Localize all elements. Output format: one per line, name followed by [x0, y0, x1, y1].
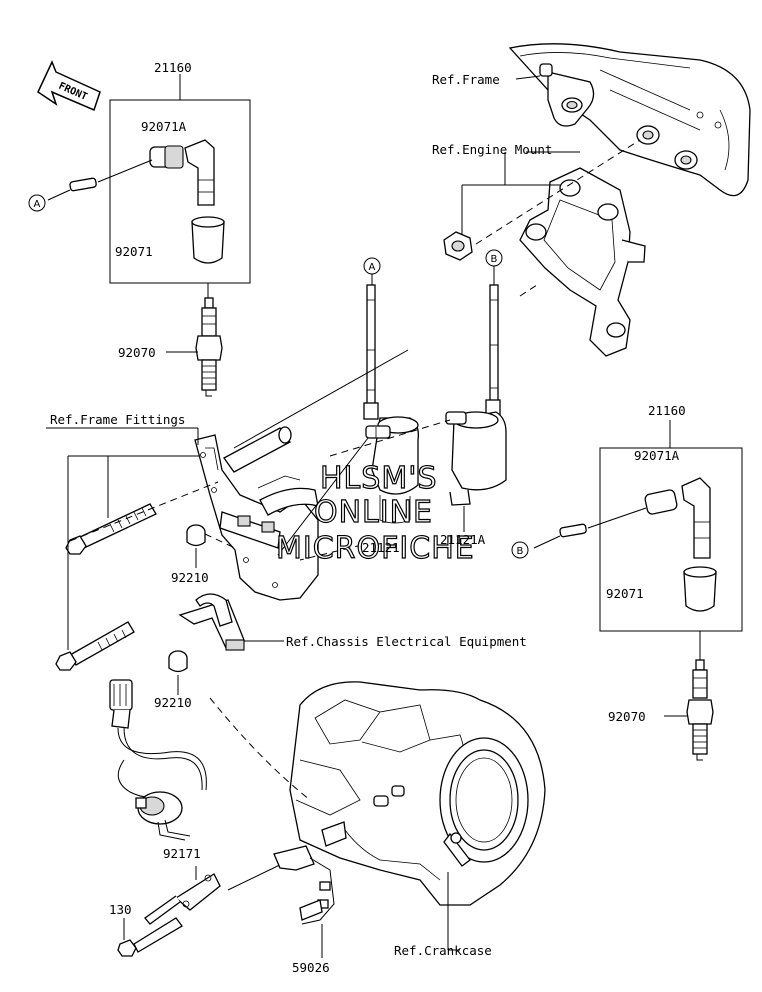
chassis-clamp [178, 593, 245, 651]
label-21160-right: 21160 [648, 403, 686, 418]
joint-pin [69, 177, 97, 192]
plug-boot-92071-right [683, 571, 717, 612]
watermark: HLSM'S ONLINE MICROFICHE [275, 460, 475, 566]
label-130: 130 [109, 902, 132, 917]
bolt-upper [65, 503, 157, 555]
label-92071A-right: 92071A [634, 448, 680, 463]
label-92071-right: 92071 [606, 586, 644, 601]
label-ref-engine-mount: Ref.Engine Mount [432, 142, 552, 157]
coil-bracket [194, 426, 319, 601]
callout-b-right: B [511, 541, 529, 559]
label-92210-upper: 92210 [171, 570, 209, 585]
label-92070-left: 92070 [118, 345, 156, 360]
right-plug-cap-group [533, 420, 743, 761]
spark-plug-left [195, 297, 223, 397]
connector-icon [109, 679, 133, 711]
callout-b-coil: B [485, 249, 503, 267]
left-plug-cap-group [47, 74, 251, 397]
label-92071A-left: 92071A [141, 119, 187, 134]
label-ref-frame-fittings: Ref.Frame Fittings [50, 412, 185, 427]
svg-text:HLSM'S: HLSM'S [320, 461, 438, 496]
spark-plug-right [686, 659, 714, 761]
svg-text:B: B [517, 546, 524, 557]
grommet-92210-upper [186, 524, 236, 549]
ignition-coil-21121A [445, 284, 507, 506]
label-92070-right: 92070 [608, 709, 646, 724]
svg-text:MICROFICHE: MICROFICHE [276, 531, 475, 566]
bolt-130 [117, 917, 183, 957]
label-92071-left: 92071 [115, 244, 153, 259]
callout-a-left: A [28, 194, 46, 212]
label-ref-chassis: Ref.Chassis Electrical Equipment [286, 634, 527, 649]
plug-boot-92071 [191, 221, 225, 264]
ignition-coil-21121 [363, 284, 419, 524]
grommet-92210-lower [168, 650, 188, 673]
frame-ref [508, 43, 751, 197]
engine-mount-ref [443, 167, 646, 357]
label-59026: 59026 [292, 960, 330, 975]
label-ref-frame: Ref.Frame [432, 72, 500, 87]
svg-text:A: A [34, 199, 41, 210]
svg-text:B: B [491, 254, 498, 265]
label-92210-lower: 92210 [154, 695, 192, 710]
sensor-plate-92171 [144, 873, 221, 925]
callout-a-coil: A [363, 257, 381, 275]
bolt-lower [55, 621, 135, 671]
label-92171: 92171 [163, 846, 201, 861]
clamp-59026 [273, 845, 335, 925]
label-21160-left: 21160 [154, 60, 192, 75]
svg-text:ONLINE: ONLINE [314, 495, 433, 530]
front-arrow-icon: FRONT [37, 60, 101, 112]
sensor-harness [109, 679, 207, 841]
label-21121: 21121 [362, 540, 400, 555]
plug-cap-body [184, 139, 215, 206]
label-21121A: 21121A [440, 532, 486, 547]
plug-boot-92071A-right [644, 489, 678, 515]
svg-text:A: A [369, 262, 376, 273]
crankcase-ref [289, 681, 546, 906]
label-ref-crankcase: Ref.Crankcase [394, 943, 492, 958]
